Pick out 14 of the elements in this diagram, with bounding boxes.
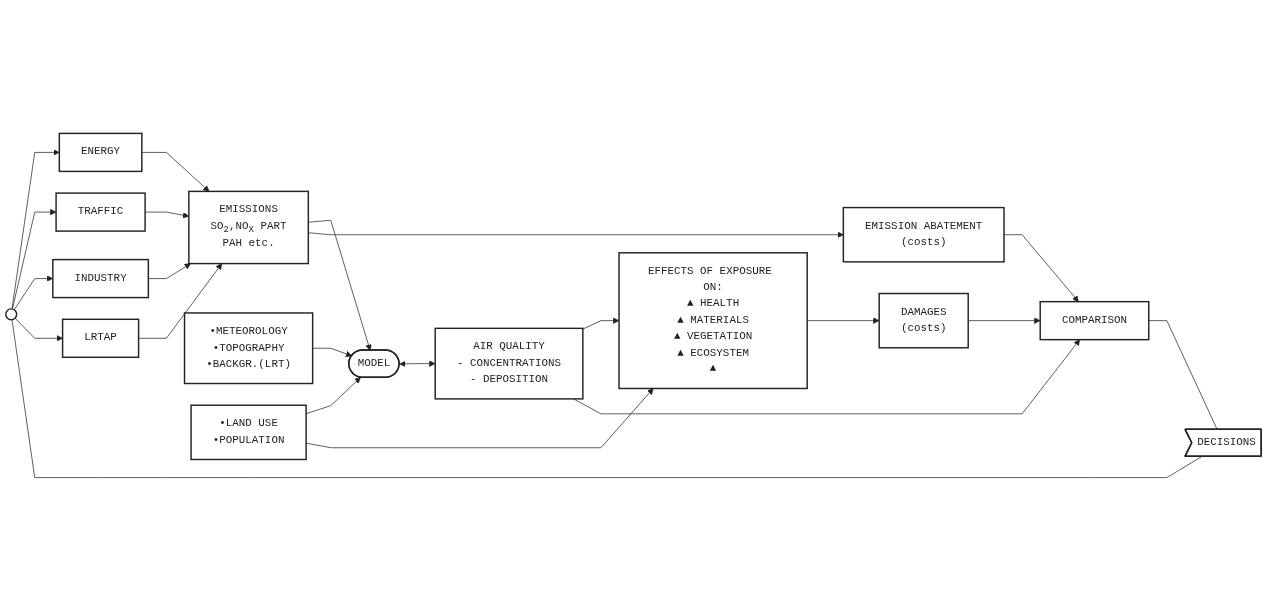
node-circle — [5, 308, 18, 321]
node-box: EMISSION ABATEMENT (costs) — [842, 206, 1005, 263]
connector — [1148, 320, 1218, 430]
node-box: TRAFFIC — [55, 192, 146, 232]
node-box: COMPARISON — [1039, 300, 1150, 341]
node-box: EMISSIONS SO$_{2}$,NO$_{X}$ PART PAH etc. — [188, 190, 310, 265]
node-box: EFFECTS OF EXPOSURE ON: ▲ HEALTH ▲ MATERIALS ▲ VEGETATION ▲ ECOSYSTEM ▲ — [618, 252, 808, 390]
node-box: INDUSTRY — [52, 258, 150, 299]
node-box: •METEOROLOGY •TOPOGRAPHY •BACKGR.(LRT) — [183, 312, 314, 385]
node-box: AIR QUALITY - CONCENTRATIONS - DEPOSITION — [434, 327, 584, 400]
node-box: ENERGY — [58, 132, 143, 173]
node-box: LRTAP — [61, 318, 140, 358]
node-box: •LAND USE •POPULATION — [190, 404, 307, 461]
node-box: DAMAGES (costs) — [878, 292, 969, 349]
